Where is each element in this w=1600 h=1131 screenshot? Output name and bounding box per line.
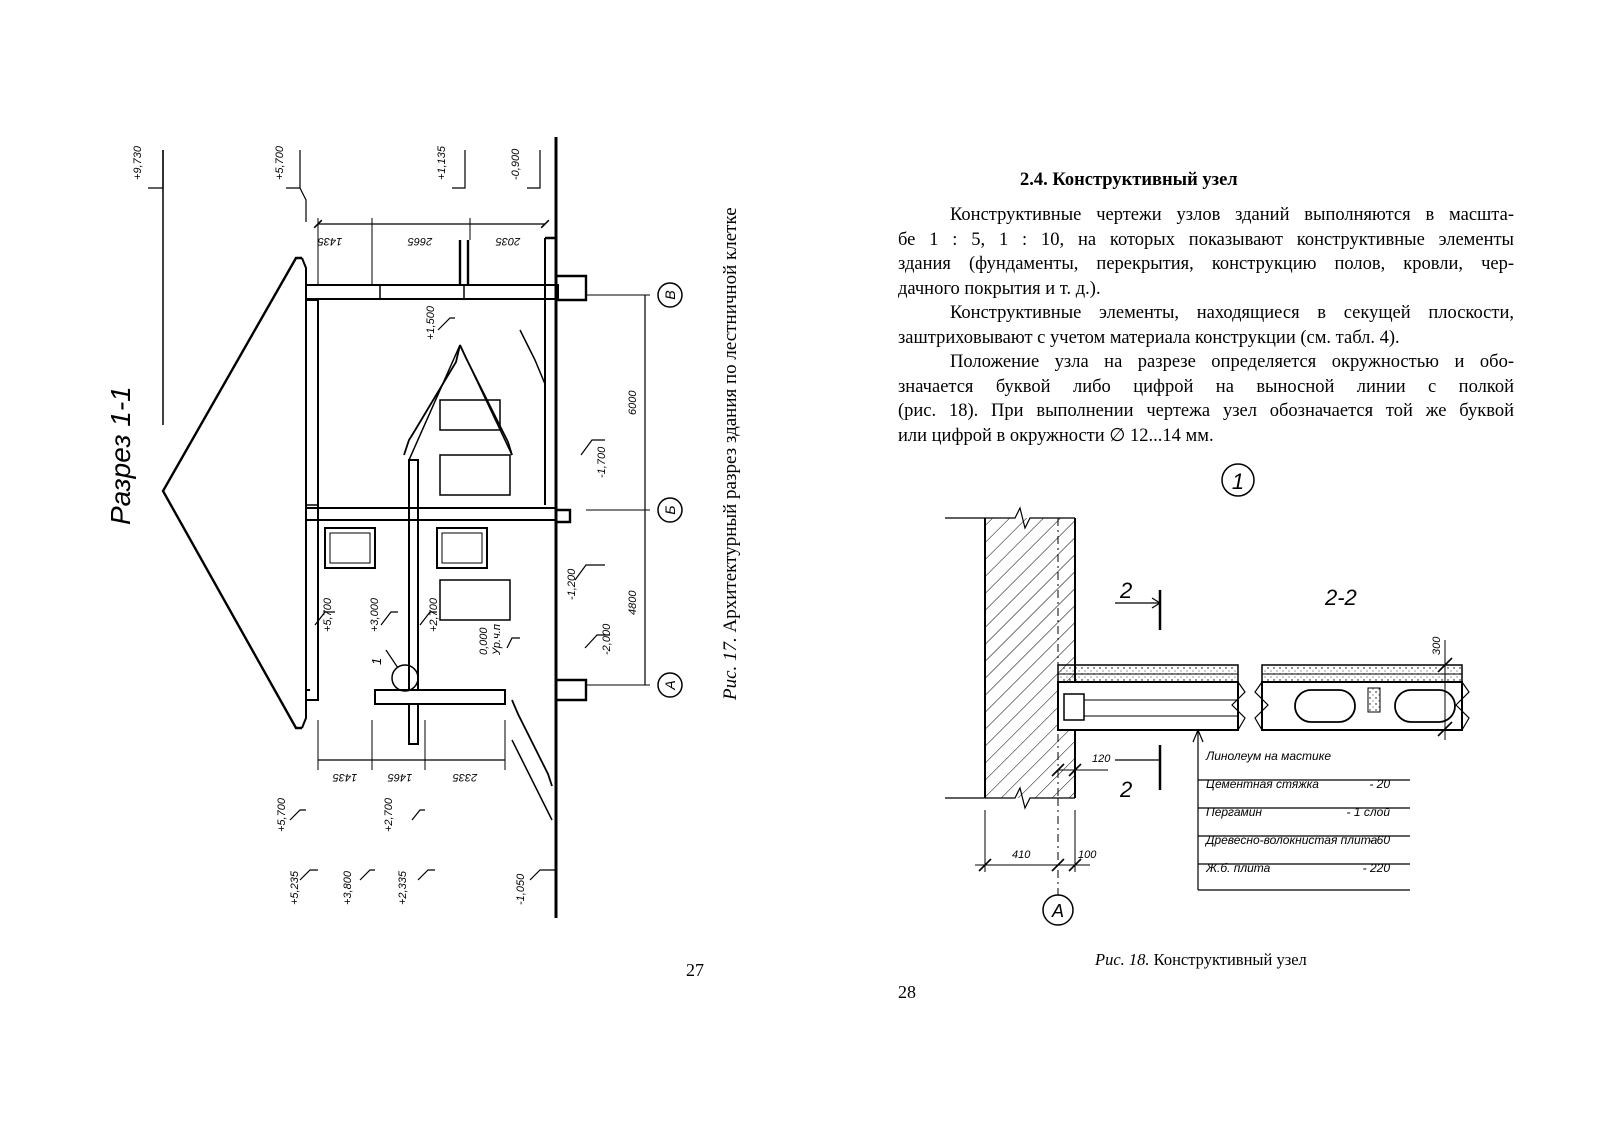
axis-label-b: Б bbox=[662, 505, 678, 514]
elevation-label: +3,000 bbox=[369, 597, 381, 632]
elevation-label: -1,200 bbox=[566, 568, 578, 600]
axis-label-a: А bbox=[662, 680, 678, 690]
elevation-label: +2,700 bbox=[383, 797, 395, 832]
node-marker-label: 1 bbox=[369, 658, 384, 665]
paragraph-1: Конструктивные чертежи узлов зданий выпо… bbox=[898, 203, 1514, 301]
elevation-label: +5,700 bbox=[274, 145, 286, 180]
elevation-label: -0,900 bbox=[510, 148, 522, 180]
paragraph-2: Конструктивные элементы, находящиеся в с… bbox=[898, 301, 1514, 350]
elevation-label: -2,000 bbox=[601, 623, 613, 655]
layer-name: Ж.б. плита bbox=[1205, 861, 1271, 875]
layer-value: - 20 bbox=[1369, 777, 1390, 791]
text-line: дачного покрытия и т. д.). bbox=[898, 278, 1101, 299]
text-line: бе 1 : 5, 1 : 10, на которых показывают … bbox=[898, 229, 1514, 250]
elevation-label: +1,500 bbox=[425, 305, 437, 340]
dimension-label: 1435 bbox=[332, 771, 357, 783]
dimension-label: 6000 bbox=[627, 390, 639, 415]
dimension-label: 100 bbox=[1078, 849, 1097, 861]
page-number-left: 27 bbox=[686, 960, 704, 980]
dimension-label: 410 bbox=[1012, 849, 1031, 861]
elevation-label: +2,335 bbox=[397, 870, 409, 905]
dimension-label: 1465 bbox=[387, 771, 412, 783]
layer-name: Линолеум на мастике bbox=[1205, 749, 1331, 763]
caption-prefix: Рис. 17. bbox=[720, 637, 741, 700]
dimension-label: 300 bbox=[1431, 636, 1443, 655]
dimension-label: 2335 bbox=[452, 771, 478, 783]
section-heading: 2.4. Конструктивный узел bbox=[1020, 170, 1238, 190]
text-line: Конструктивные чертежи узлов зданий выпо… bbox=[950, 205, 1514, 225]
cut-mark-label: 2 bbox=[1119, 578, 1132, 603]
section-title: Разрез 1-1 bbox=[105, 386, 136, 525]
text-line: здания (фундаменты, перекрытия, конструк… bbox=[898, 254, 1514, 274]
dimension-label: 1435 bbox=[317, 235, 342, 247]
axis-label: А bbox=[1051, 901, 1064, 921]
elevation-label: -1,700 bbox=[596, 446, 608, 478]
elevation-label: +5,700 bbox=[322, 597, 334, 632]
elevation-label: 0,000 bbox=[478, 627, 490, 655]
elevation-label: +3,800 bbox=[342, 870, 354, 905]
elevation-label: +2,700 bbox=[428, 597, 440, 632]
section-label: 2-2 bbox=[1324, 585, 1357, 610]
layer-name: Пергамин bbox=[1206, 805, 1262, 819]
figure-18-caption: Рис. 18. Конструктивный узел bbox=[1095, 950, 1307, 970]
layer-name: Древесно-волокнистая плита bbox=[1204, 833, 1378, 847]
layer-value: - 60 bbox=[1369, 833, 1390, 847]
layer-value: - 220 bbox=[1363, 861, 1391, 875]
text-line: Конструктивные элементы, находящиеся в с… bbox=[950, 303, 1514, 323]
layer-value: - 1 слой bbox=[1347, 805, 1391, 819]
node-number: 1 bbox=[1232, 469, 1244, 494]
figure-17-section-drawing: Разрез 1-1 +9,730 +5,700 +1,135 -0,900 1… bbox=[105, 137, 683, 918]
elevation-label: -1,050 bbox=[515, 873, 527, 905]
caption-prefix: Рис. 18. bbox=[1095, 950, 1150, 969]
cut-mark-label: 2 bbox=[1119, 777, 1132, 802]
text-line: заштриховывают с учетом материала констр… bbox=[898, 327, 1400, 348]
dimension-label: 2665 bbox=[407, 235, 433, 247]
caption-text: Архитектурный разрез здания по лестнично… bbox=[720, 207, 741, 638]
dimension-label: 2035 bbox=[495, 235, 521, 247]
axis-label-v: В bbox=[662, 290, 678, 299]
page-number-right: 28 bbox=[898, 982, 916, 1002]
elevation-label: +5,700 bbox=[276, 797, 288, 832]
layer-name: Цементная стяжка bbox=[1206, 777, 1319, 791]
elevation-label: +1,135 bbox=[436, 145, 448, 180]
dimension-label: 120 bbox=[1092, 753, 1111, 765]
text-line: значается буквой либо цифрой на выносной… bbox=[898, 376, 1514, 397]
text-line: Положение узла на разрезе определяется о… bbox=[950, 352, 1514, 372]
paragraph-3: Положение узла на разрезе определяется о… bbox=[898, 350, 1514, 448]
caption-text: Конструктивный узел bbox=[1149, 950, 1307, 969]
elevation-label: +5,235 bbox=[289, 870, 301, 905]
elevation-label: Ур.ч.п bbox=[491, 624, 503, 656]
dimension-label: 4800 bbox=[627, 590, 639, 615]
text-line: (рис. 18). При выполнении чертежа узел о… bbox=[898, 401, 1514, 421]
elevation-label: +9,730 bbox=[132, 145, 144, 180]
text-line: или цифрой в окружности ∅ 12...14 мм. bbox=[898, 425, 1214, 446]
figure-17-caption: Рис. 17. Архитектурный разрез здания по … bbox=[720, 207, 742, 700]
